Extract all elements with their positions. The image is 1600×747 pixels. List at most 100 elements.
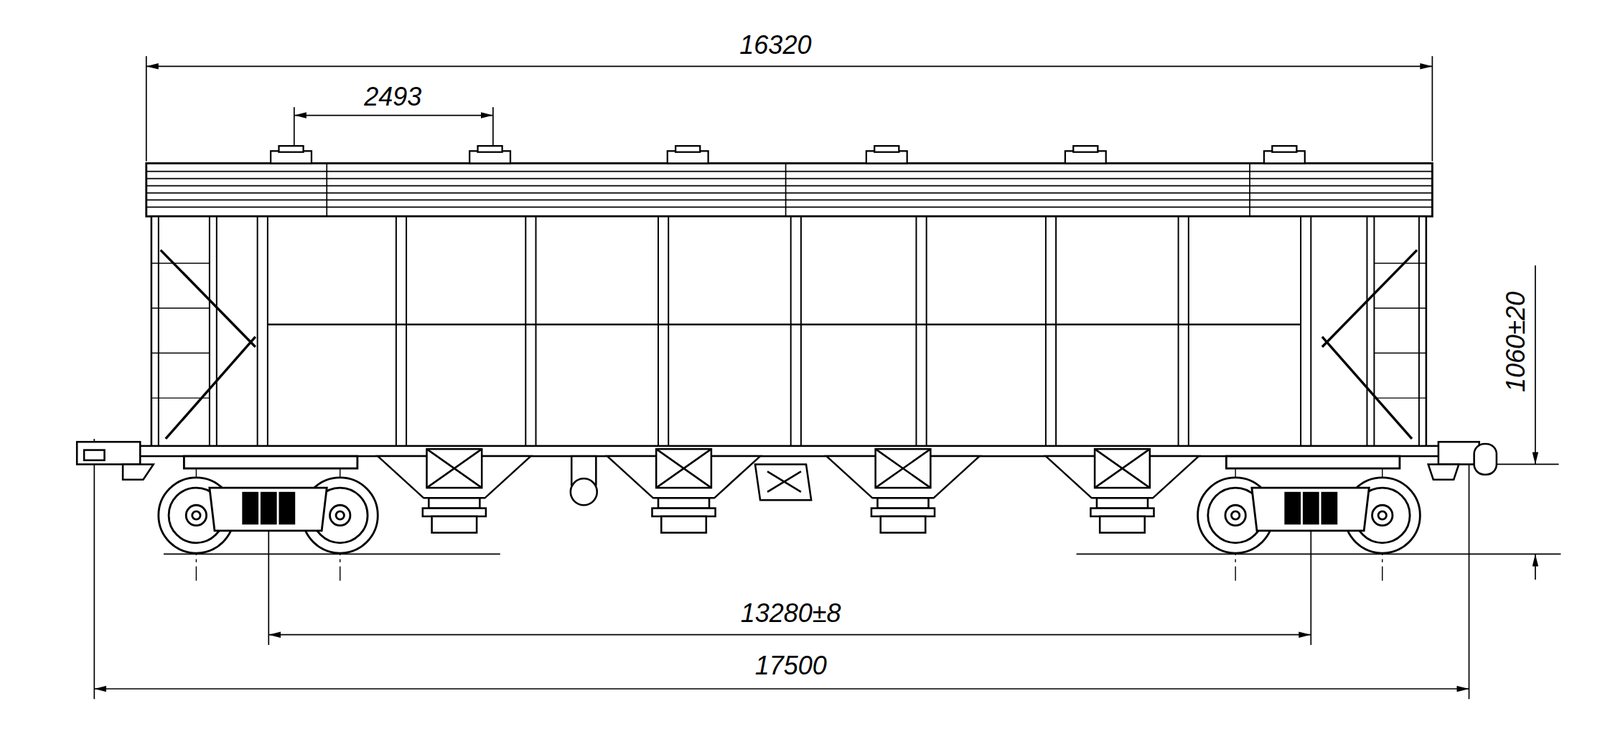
hoppers (1096, 497, 1148, 508)
loading-hatches (478, 145, 503, 153)
car-body (1322, 336, 1412, 439)
dimension-lines (1432, 55, 1434, 161)
roof (785, 162, 787, 217)
hoppers (427, 448, 483, 488)
hoppers (880, 516, 926, 533)
hoppers (422, 508, 486, 517)
loading-hatches (270, 145, 1305, 163)
loading-hatches (675, 145, 700, 153)
hoppers (651, 508, 715, 517)
loading-hatches (1073, 145, 1098, 153)
hoppers (875, 448, 932, 488)
car-body (1177, 216, 1180, 447)
dimension-lines (145, 55, 148, 161)
loading-hatches (667, 150, 709, 163)
hoppers (661, 516, 707, 533)
car-body (151, 262, 210, 264)
loading-hatches (1264, 150, 1305, 163)
hoppers (1090, 508, 1154, 517)
hoppers (1094, 448, 1150, 488)
dimension-label: 2493 (361, 83, 424, 110)
underframe (137, 445, 1440, 456)
car-body (1310, 216, 1312, 447)
bogies (261, 492, 276, 524)
dimension-lines (94, 55, 1559, 699)
loading-hatches (866, 150, 908, 163)
dimension-lines (1534, 264, 1537, 464)
underframe (76, 441, 140, 464)
hoppers (656, 448, 712, 488)
underframe (1438, 441, 1480, 464)
hoppers (871, 508, 935, 517)
car-body (208, 216, 211, 447)
dimension-label: 13280±8 (738, 600, 844, 626)
car-body (667, 216, 669, 447)
loading-hatches (1065, 150, 1107, 163)
rail-line (163, 553, 1561, 555)
bogies (192, 511, 201, 519)
hoppers (377, 448, 1199, 533)
car-body (925, 216, 928, 447)
axis-lines (195, 463, 1382, 583)
bogies (183, 455, 358, 469)
car-body (1373, 216, 1375, 447)
car-body (524, 216, 527, 447)
bogies (279, 492, 295, 524)
underframe (83, 450, 105, 461)
dimension-lines (294, 114, 494, 117)
roof (146, 162, 1433, 217)
car-body (1373, 262, 1426, 264)
roof (146, 199, 1433, 201)
underframe (1428, 463, 1460, 479)
hoppers (877, 497, 929, 508)
hoppers (656, 448, 712, 488)
roof (1248, 162, 1251, 217)
bogies (1303, 492, 1318, 524)
car-body (216, 216, 218, 447)
bogies (209, 487, 327, 531)
hoppers (658, 497, 710, 508)
car-body (160, 249, 1417, 439)
car-body (800, 216, 802, 447)
hoppers (1099, 516, 1145, 533)
hoppers (427, 448, 483, 488)
car-body (160, 249, 256, 347)
car-body (1187, 216, 1190, 447)
dimension-label: 1060±20 (1503, 289, 1529, 395)
dimension-lines (93, 438, 95, 699)
brake-equipment (570, 478, 598, 505)
hoppers (432, 516, 478, 533)
underframe (1474, 443, 1497, 475)
bogies (1372, 504, 1393, 525)
dimension-lines (146, 65, 1433, 67)
car-body (151, 263, 1427, 399)
brake-equipment (755, 463, 812, 500)
car-body (1045, 216, 1047, 447)
car-body (535, 216, 537, 447)
car-body (151, 216, 1427, 447)
bogies (1285, 492, 1300, 524)
bogies (330, 504, 351, 525)
loading-hatches (874, 145, 899, 153)
loading-hatches (1271, 145, 1297, 153)
car-body (790, 216, 792, 447)
car-body (267, 216, 269, 447)
car-body (915, 216, 917, 447)
rail-line (163, 553, 501, 555)
rail-line (1076, 553, 1562, 555)
roof (146, 170, 1433, 173)
bogies (158, 455, 1420, 553)
bogies (1251, 487, 1369, 531)
loading-hatches (469, 150, 511, 163)
brake-equipment (570, 455, 812, 505)
dimension-label: 16320 (737, 32, 814, 59)
roof (146, 192, 1433, 194)
car-body (151, 307, 210, 308)
car-body (256, 216, 259, 447)
car-body (1373, 307, 1426, 308)
roof (146, 206, 1433, 209)
car-body (1373, 396, 1426, 398)
bogies (1226, 455, 1400, 469)
